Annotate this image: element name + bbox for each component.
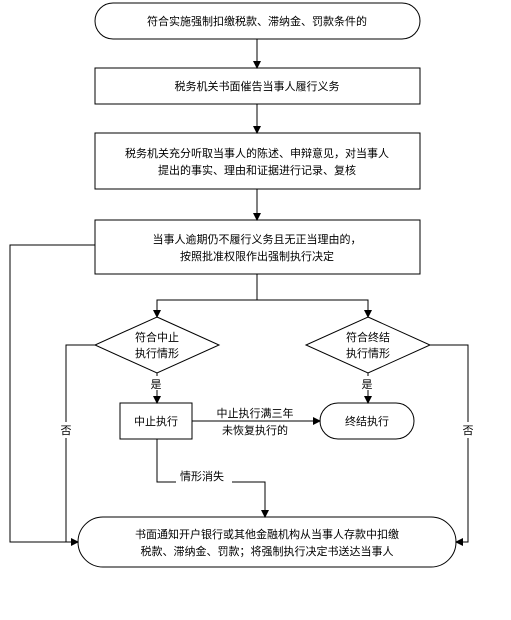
- decision-text-line2: 按照批准权限作出强制执行决定: [180, 249, 334, 263]
- edge-to-terminate-condition: [257, 299, 372, 318]
- terminate-condition-diamond: 符合终结 执行情形: [304, 316, 432, 374]
- suspend-condition-line1: 符合中止: [135, 330, 179, 344]
- suspend-node: 中止执行: [119, 402, 193, 440]
- terminate-text: 终结执行: [345, 414, 389, 428]
- suspend-condition-diamond: 符合中止 执行情形: [93, 316, 221, 374]
- label-no-right: 否: [463, 424, 474, 437]
- decision-node: 当事人逾期仍不履行义务且无正当理由的， 按照批准权限作出强制执行决定: [94, 219, 421, 275]
- terminate-condition-line2: 执行情形: [346, 346, 390, 360]
- edge-to-suspend-condition: [153, 299, 257, 318]
- end-node: 书面通知开户银行或其他金融机构从当事人存款中扣缴 税款、滞纳金、罚款；将强制执行…: [77, 516, 457, 568]
- notice-text: 税务机关书面催告当事人履行义务: [175, 79, 340, 93]
- suspend-text: 中止执行: [134, 414, 178, 428]
- hearing-text-line1: 税务机关充分听取当事人的陈述、申辩意见，对当事人: [125, 146, 389, 160]
- suspend-condition-line2: 执行情形: [135, 346, 179, 360]
- end-text-line2: 税款、滞纳金、罚款；将强制执行决定书送达当事人: [141, 544, 394, 558]
- edge-decision-left-to-end: [9, 244, 95, 546]
- label-yes-terminate: 是: [362, 378, 373, 391]
- end-text-line1: 书面通知开户银行或其他金融机构从当事人存款中扣缴: [135, 527, 399, 541]
- edge-terminate-no: [430, 344, 469, 546]
- hearing-text-line2: 提出的事实、理由和证据进行记录、复核: [158, 163, 356, 177]
- decision-text-line1: 当事人逾期仍不履行义务且无正当理由的，: [153, 232, 362, 246]
- label-resolved: 情形消失: [180, 469, 224, 483]
- edge-suspend-no: [65, 344, 95, 542]
- label-three-years-line2: 未恢复执行的: [222, 423, 288, 437]
- start-text: 符合实施强制扣缴税款、滞纳金、罚款条件的: [147, 14, 367, 28]
- label-three-years-line1: 中止执行满三年: [217, 406, 294, 420]
- label-yes-suspend: 是: [151, 378, 162, 391]
- start-node: 符合实施强制扣缴税款、滞纳金、罚款条件的: [94, 2, 421, 40]
- terminate-node: 终结执行: [319, 402, 415, 440]
- notice-node: 税务机关书面催告当事人履行义务: [94, 67, 421, 105]
- hearing-node: 税务机关充分听取当事人的陈述、申辩意见，对当事人 提出的事实、理由和证据进行记录…: [94, 132, 421, 190]
- terminate-condition-line1: 符合终结: [346, 330, 390, 344]
- label-no-left: 否: [61, 424, 72, 437]
